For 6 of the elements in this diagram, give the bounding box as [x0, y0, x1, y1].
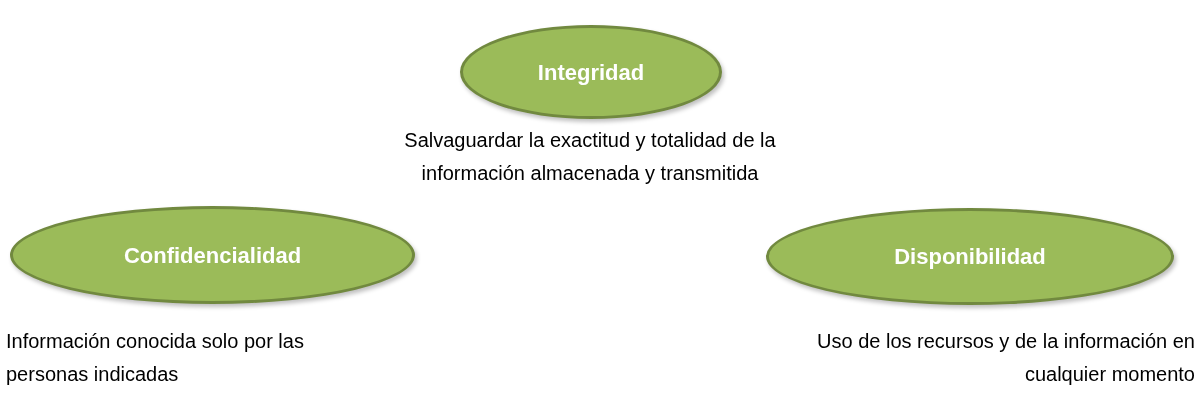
- node-title: Disponibilidad: [894, 243, 1046, 271]
- node-title: Confidencialidad: [123, 241, 302, 270]
- node-description: Uso de los recursos y de la información en cualquier momento: [816, 329, 1195, 387]
- node-description: Información conocida solo por las personas indicadas: [6, 329, 305, 387]
- node-title: Integridad: [537, 58, 645, 87]
- node-description: Salvaguardar la exactitud y totalidad de la información almacenada y transmitida: [403, 128, 777, 186]
